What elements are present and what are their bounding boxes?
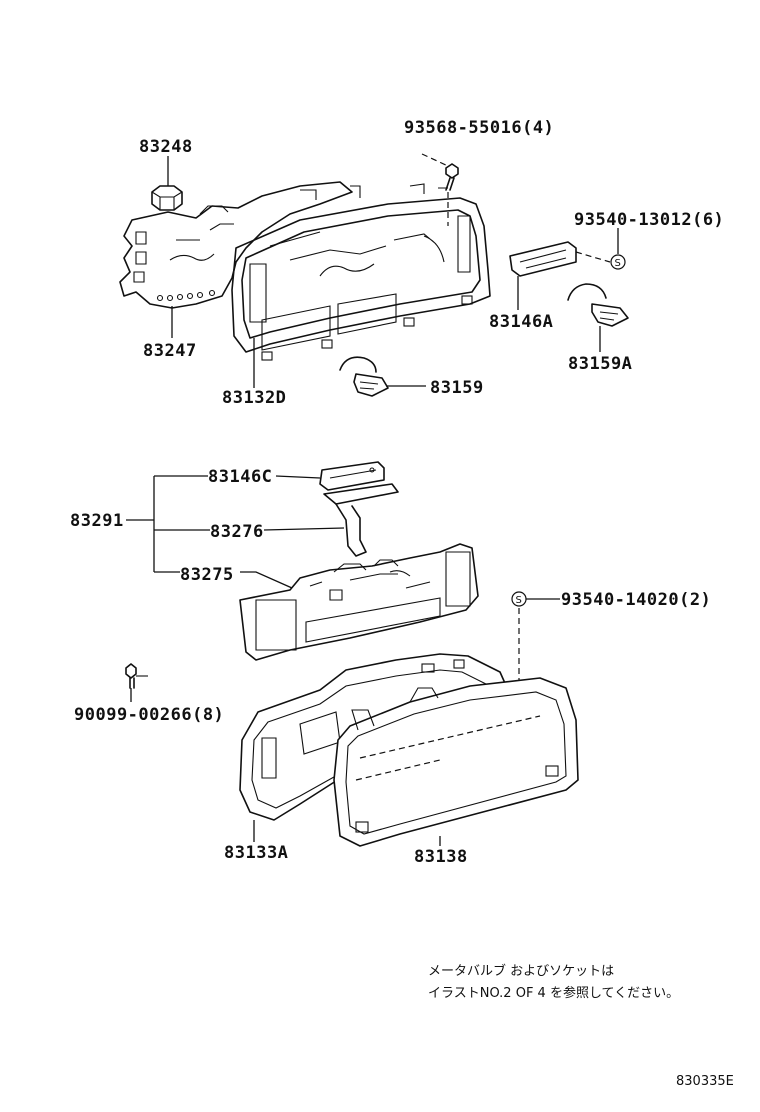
- part-90099-screw: [125, 663, 148, 689]
- label-93540-14020: 93540-14020(2): [561, 590, 711, 610]
- diagram-code: 830335E: [676, 1074, 734, 1089]
- part-83275-meter-body: [239, 543, 479, 661]
- screw-symbol-s: S: [615, 258, 621, 269]
- label-83138: 83138: [414, 847, 468, 867]
- label-83248: 83248: [139, 137, 193, 157]
- part-83276-printed-circuit: [323, 483, 399, 557]
- part-83159A-socket: [567, 283, 629, 327]
- note-line-1: メータバルブ およびソケットは: [428, 963, 614, 979]
- label-83146C: 83146C: [208, 467, 272, 487]
- part-93540-13012-screw-symbol: S: [610, 254, 626, 270]
- label-90099-00266: 90099-00266(8): [74, 705, 224, 725]
- label-83133A: 83133A: [224, 843, 288, 863]
- part-83159-socket: [339, 356, 389, 397]
- label-93540-13012: 93540-13012(6): [574, 210, 724, 230]
- part-83146C-bracket: [319, 461, 385, 491]
- part-93540-14020-screw-symbol: S: [511, 591, 527, 680]
- label-83159: 83159: [430, 378, 484, 398]
- part-83132D-meter-case: [231, 183, 491, 361]
- lower-leader-lines: [126, 475, 560, 846]
- upper-leader-lines: [167, 156, 619, 388]
- label-83132D: 83132D: [222, 388, 286, 408]
- label-83159A: 83159A: [568, 354, 632, 374]
- note-line-2: イラストNO.2 OF 4 を参照してください。: [428, 985, 679, 1001]
- part-93568-screw: [421, 153, 459, 226]
- label-83275: 83275: [180, 565, 234, 585]
- part-83248-grommet: [151, 185, 183, 211]
- label-83247: 83247: [143, 341, 197, 361]
- label-83276: 83276: [210, 522, 264, 542]
- screw-symbol-s-lower: S: [516, 595, 522, 606]
- part-83247-circuit-plate: [119, 181, 353, 309]
- part-83146A-bracket: [509, 241, 611, 277]
- label-83146A: 83146A: [489, 312, 553, 332]
- label-93568-55016: 93568-55016(4): [404, 118, 554, 138]
- part-83138-glass: [333, 677, 579, 847]
- label-83291: 83291: [70, 511, 124, 531]
